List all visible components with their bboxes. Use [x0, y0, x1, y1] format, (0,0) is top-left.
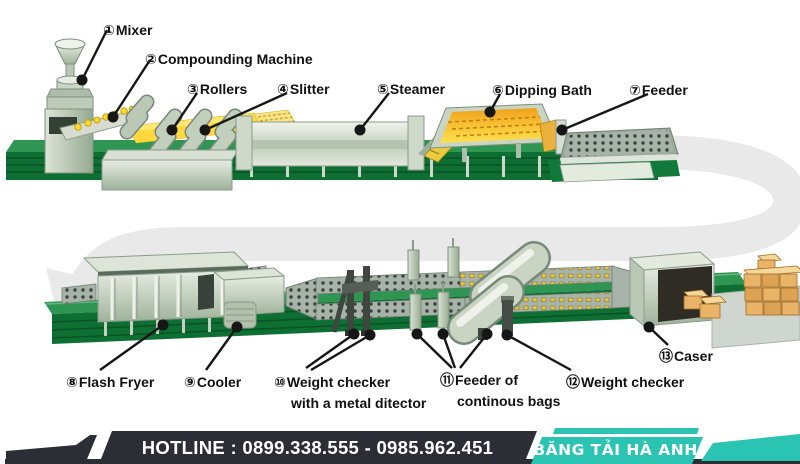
label-number: ⑩	[274, 374, 286, 390]
label-text: Feeder of	[455, 372, 519, 388]
label-text: Caser	[674, 348, 713, 364]
bag-feeder-cylinders	[447, 241, 551, 345]
label-compounding-machine: ②Compounding Machine	[145, 49, 313, 70]
label-text: Weight checker	[581, 374, 685, 390]
label-number: ⑦	[629, 82, 641, 98]
label-number: ⑫	[566, 374, 580, 390]
label-text-line2: continous bags	[457, 393, 561, 409]
hotline-banner-shape	[99, 431, 537, 464]
label-weight-checker-metal-detector: ⑩Weight checker with a metal ditector	[274, 372, 426, 414]
label-number: ⑤	[377, 81, 389, 97]
carton-stack	[683, 253, 800, 319]
label-caser: ⑬Caser	[659, 346, 713, 367]
leader-lines	[80, 29, 669, 372]
label-text: Weight checker	[286, 374, 391, 390]
footer-banner	[5, 428, 800, 464]
banner-left-fragment	[6, 435, 97, 464]
brand-banner-shape	[531, 437, 703, 464]
label-text: Slitter	[289, 81, 330, 97]
label-steamer: ⑤Steamer	[377, 79, 445, 100]
weight-checker-2	[501, 296, 514, 336]
label-number: ⑧	[66, 374, 78, 390]
label-number: ⑪	[440, 372, 454, 388]
label-text: Dipping Bath	[504, 82, 592, 98]
label-number: ④	[277, 81, 289, 97]
cooler-machine	[212, 267, 286, 329]
label-text: Steamer	[389, 81, 446, 97]
hotline-text: HOTLINE : 0899.338.555 - 0985.962.451	[141, 437, 494, 458]
label-text: Flash Fryer	[78, 374, 155, 390]
label-slitter: ④Slitter	[277, 79, 330, 100]
label-number: ①	[103, 22, 115, 38]
compounding-rollers	[119, 94, 155, 140]
label-feeder: ⑦Feeder	[629, 80, 688, 101]
label-text: Feeder	[641, 82, 688, 98]
feeder-platform	[548, 119, 680, 183]
label-dipping-bath: ⑥Dipping Bath	[492, 80, 592, 101]
caser-machine	[628, 251, 716, 328]
label-number: ⑥	[492, 82, 504, 98]
label-text: Mixer	[115, 22, 153, 38]
label-rollers: ③Rollers	[187, 79, 247, 100]
label-weight-checker-2: ⑫Weight checker	[566, 372, 684, 393]
label-number: ⑨	[184, 374, 196, 390]
sheet-rollers	[148, 108, 243, 160]
label-number: ②	[145, 51, 157, 67]
label-text: Compounding Machine	[157, 51, 313, 67]
label-text: Cooler	[196, 374, 242, 390]
steamer-machine	[235, 115, 425, 171]
label-text: Rollers	[199, 81, 248, 97]
label-flash-fryer: ⑧Flash Fryer	[66, 372, 154, 393]
brand-text: BĂNG TẢI HÀ ANH	[533, 441, 698, 459]
roller-base	[101, 149, 239, 191]
label-cooler: ⑨Cooler	[184, 372, 241, 393]
leader-dots	[76, 74, 655, 341]
label-mixer: ①Mixer	[103, 20, 152, 41]
label-number: ⑬	[659, 348, 673, 364]
label-text-line2: with a metal ditector	[291, 395, 427, 411]
brand-top-bar	[553, 428, 699, 434]
label-feeder-of-continuous-bags: ⑪Feeder of continous bags	[440, 370, 560, 412]
brand-right-fragment	[701, 434, 800, 461]
label-number: ③	[187, 81, 199, 97]
